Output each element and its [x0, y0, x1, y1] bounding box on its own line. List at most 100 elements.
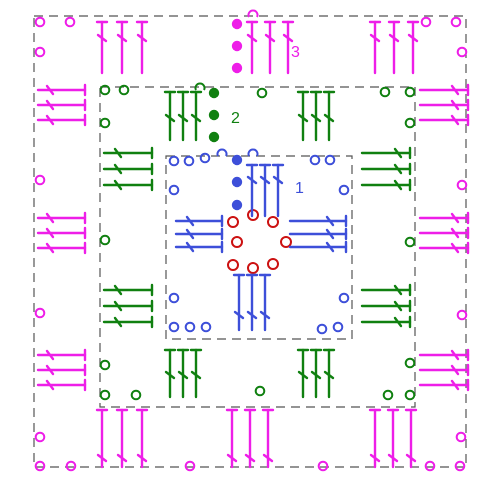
chain-start-icon	[247, 9, 259, 18]
chain-stitch-icon	[99, 117, 111, 129]
chain-stitch-icon	[332, 321, 344, 333]
chain-stitch-icon	[34, 307, 46, 319]
chain-stitch-icon	[454, 460, 466, 472]
chain-stitch-icon	[404, 236, 416, 248]
round-1-outline	[165, 155, 353, 340]
double-crochet-icon	[225, 408, 239, 469]
slip-stitch-icon	[231, 62, 243, 74]
double-crochet-icon	[174, 240, 224, 254]
chain-stitch-icon	[267, 216, 279, 228]
double-crochet-icon	[232, 273, 246, 332]
double-crochet-icon	[322, 90, 336, 142]
slip-stitch-icon	[208, 87, 220, 99]
round-3-outline	[33, 15, 467, 468]
double-crochet-icon	[36, 226, 87, 240]
chain-start-icon	[216, 148, 228, 157]
double-crochet-icon	[271, 163, 285, 218]
double-crochet-icon	[296, 348, 310, 399]
chain-stitch-icon	[168, 184, 180, 196]
double-crochet-icon	[258, 163, 272, 218]
chain-stitch-icon	[424, 460, 436, 472]
chain-stitch-icon	[231, 236, 243, 248]
chain-stitch-icon	[184, 321, 196, 333]
chain-stitch-icon	[456, 46, 468, 58]
slip-stitch-icon	[231, 18, 243, 30]
chain-start-icon	[247, 148, 259, 157]
double-crochet-icon	[360, 299, 412, 313]
chain-stitch-icon	[99, 389, 111, 401]
chain-stitch-icon	[34, 46, 46, 58]
double-crochet-icon	[36, 113, 87, 127]
round-2-outline	[99, 86, 416, 408]
double-crochet-icon	[245, 20, 259, 75]
double-crochet-icon	[36, 211, 87, 225]
double-crochet-icon	[36, 363, 87, 377]
double-crochet-icon	[296, 90, 310, 142]
round-outlines	[33, 15, 467, 468]
double-crochet-icon	[189, 90, 203, 142]
chain-stitch-icon	[65, 460, 77, 472]
chain-stitch-icon	[316, 323, 328, 335]
stitch-symbols	[34, 9, 470, 472]
double-crochet-icon	[135, 408, 149, 469]
double-crochet-icon	[174, 227, 224, 241]
double-crochet-icon	[115, 408, 129, 469]
double-crochet-icon	[309, 348, 323, 399]
chain-stitch-icon	[404, 86, 416, 98]
chain-stitch-icon	[34, 460, 46, 472]
double-crochet-icon	[288, 227, 348, 241]
chain-stitch-icon	[382, 389, 394, 401]
chain-stitch-icon	[168, 155, 180, 167]
chain-stitch-icon	[130, 389, 142, 401]
chain-stitch-icon	[317, 460, 329, 472]
chain-stitch-icon	[456, 179, 468, 191]
chain-stitch-icon	[404, 389, 416, 401]
chain-stitch-icon	[404, 357, 416, 369]
chain-stitch-icon	[420, 16, 432, 28]
double-crochet-icon	[418, 83, 470, 97]
chain-stitch-icon	[200, 321, 212, 333]
double-crochet-icon	[102, 299, 154, 313]
chain-stitch-icon	[34, 16, 46, 28]
chain-stitch-icon	[267, 258, 279, 270]
double-crochet-icon	[95, 20, 109, 75]
double-crochet-icon	[418, 363, 470, 377]
double-crochet-icon	[418, 241, 470, 255]
chain-stitch-icon	[338, 292, 350, 304]
double-crochet-icon	[36, 348, 87, 362]
chain-stitch-icon	[404, 117, 416, 129]
chain-stitch-icon	[227, 216, 239, 228]
chain-stitch-icon	[247, 262, 259, 274]
double-crochet-icon	[288, 214, 348, 228]
double-crochet-icon	[360, 146, 412, 160]
double-crochet-icon	[102, 162, 154, 176]
slip-stitch-icon	[208, 109, 220, 121]
chain-stitch-icon	[168, 321, 180, 333]
double-crochet-icon	[176, 90, 190, 142]
double-crochet-icon	[368, 20, 382, 75]
slip-stitch-icon	[231, 154, 243, 166]
double-crochet-icon	[95, 408, 109, 469]
double-crochet-icon	[418, 378, 470, 392]
chain-stitch-icon	[338, 184, 350, 196]
chain-stitch-icon	[168, 292, 180, 304]
double-crochet-icon	[189, 348, 203, 399]
chain-stitch-icon	[99, 234, 111, 246]
slip-stitch-icon	[208, 131, 220, 143]
chain-stitch-icon	[199, 152, 211, 164]
double-crochet-icon	[360, 162, 412, 176]
chain-stitch-icon	[99, 359, 111, 371]
double-crochet-icon	[102, 146, 154, 160]
chain-stitch-icon	[254, 385, 266, 397]
chain-stitch-icon	[183, 155, 195, 167]
double-crochet-icon	[245, 273, 259, 332]
chain-stitch-icon	[450, 16, 462, 28]
double-crochet-icon	[245, 163, 259, 218]
double-crochet-icon	[322, 348, 336, 399]
double-crochet-icon	[360, 283, 412, 297]
slip-stitch-icon	[231, 40, 243, 52]
double-crochet-icon	[418, 98, 470, 112]
chain-stitch-icon	[280, 236, 292, 248]
